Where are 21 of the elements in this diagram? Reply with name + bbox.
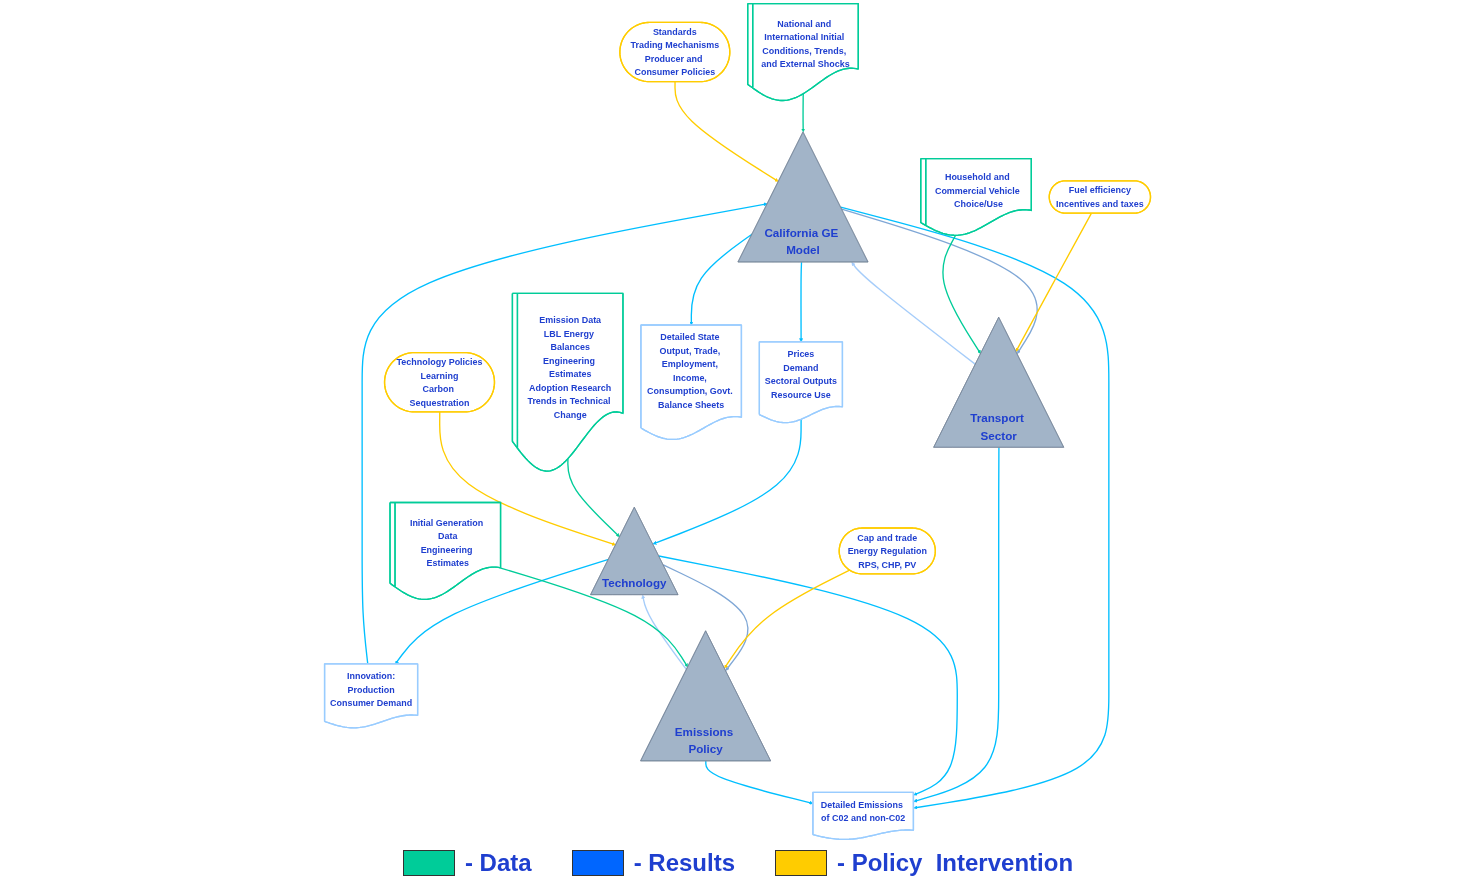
legend-label: - Policy Intervention (837, 849, 1074, 877)
arrow (942, 234, 982, 354)
arrow (658, 555, 959, 796)
arrow (653, 418, 803, 545)
arrow (840, 206, 1110, 810)
arrow (913, 446, 1001, 803)
arrow (724, 569, 851, 669)
arrow (439, 411, 617, 546)
arrow (663, 564, 750, 671)
arrow (705, 760, 814, 805)
arrow (567, 458, 621, 538)
arrow (674, 81, 780, 182)
arrow (500, 567, 689, 668)
arrow (851, 262, 977, 366)
legend-label: - Results (633, 849, 735, 877)
arrow (1016, 212, 1093, 352)
arrow (641, 594, 688, 671)
arrow (689, 233, 754, 326)
arrow (841, 208, 1039, 354)
arrow (801, 93, 806, 133)
legend-label: - Data (464, 849, 532, 877)
